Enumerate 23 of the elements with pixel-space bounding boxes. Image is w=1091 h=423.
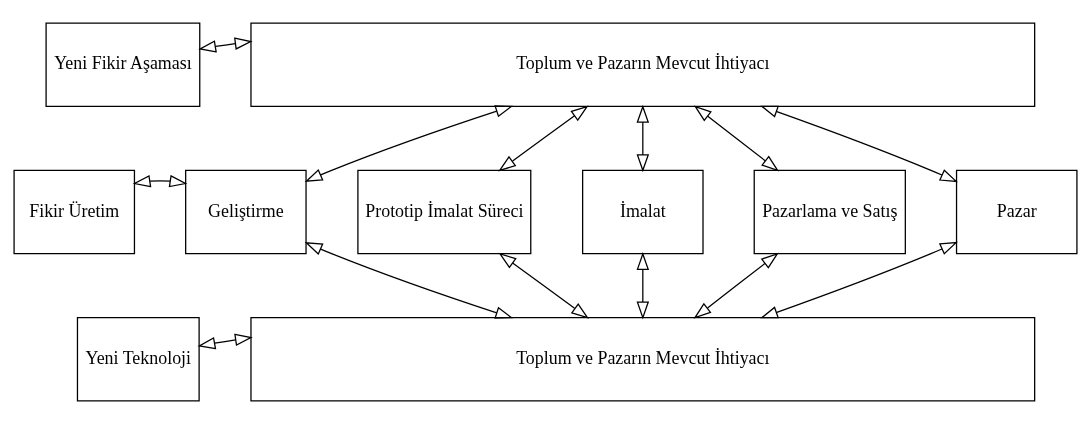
arrow — [693, 105, 780, 171]
node-box: Fikir Üretim — [13, 169, 136, 254]
arrow — [693, 252, 779, 319]
arrow — [304, 241, 514, 319]
node-box: İmalat — [582, 169, 704, 254]
node-box: Pazar — [955, 169, 1078, 254]
arrow — [760, 105, 958, 182]
node-box: Toplum ve Pazarın Mevcut İhtiyacı — [250, 22, 1036, 107]
arrow — [197, 333, 253, 349]
node-box: Toplum ve Pazarın Mevcut İhtiyacı — [250, 316, 1036, 401]
arrow — [636, 251, 650, 320]
arrow — [132, 174, 188, 187]
node-box: Yeni Teknoloji — [76, 316, 200, 401]
arrow — [304, 104, 514, 182]
node-box: Geliştirme — [185, 169, 307, 254]
node-box: Yeni Fikir Aşaması — [45, 22, 201, 107]
arrow — [498, 252, 589, 319]
node-box: Prototip İmalat Süreci — [357, 169, 532, 254]
arrow — [198, 36, 253, 53]
arrow — [760, 241, 958, 318]
node-box: Pazarlama ve Satış — [753, 169, 906, 254]
arrow — [636, 104, 650, 172]
arrow — [498, 105, 589, 171]
